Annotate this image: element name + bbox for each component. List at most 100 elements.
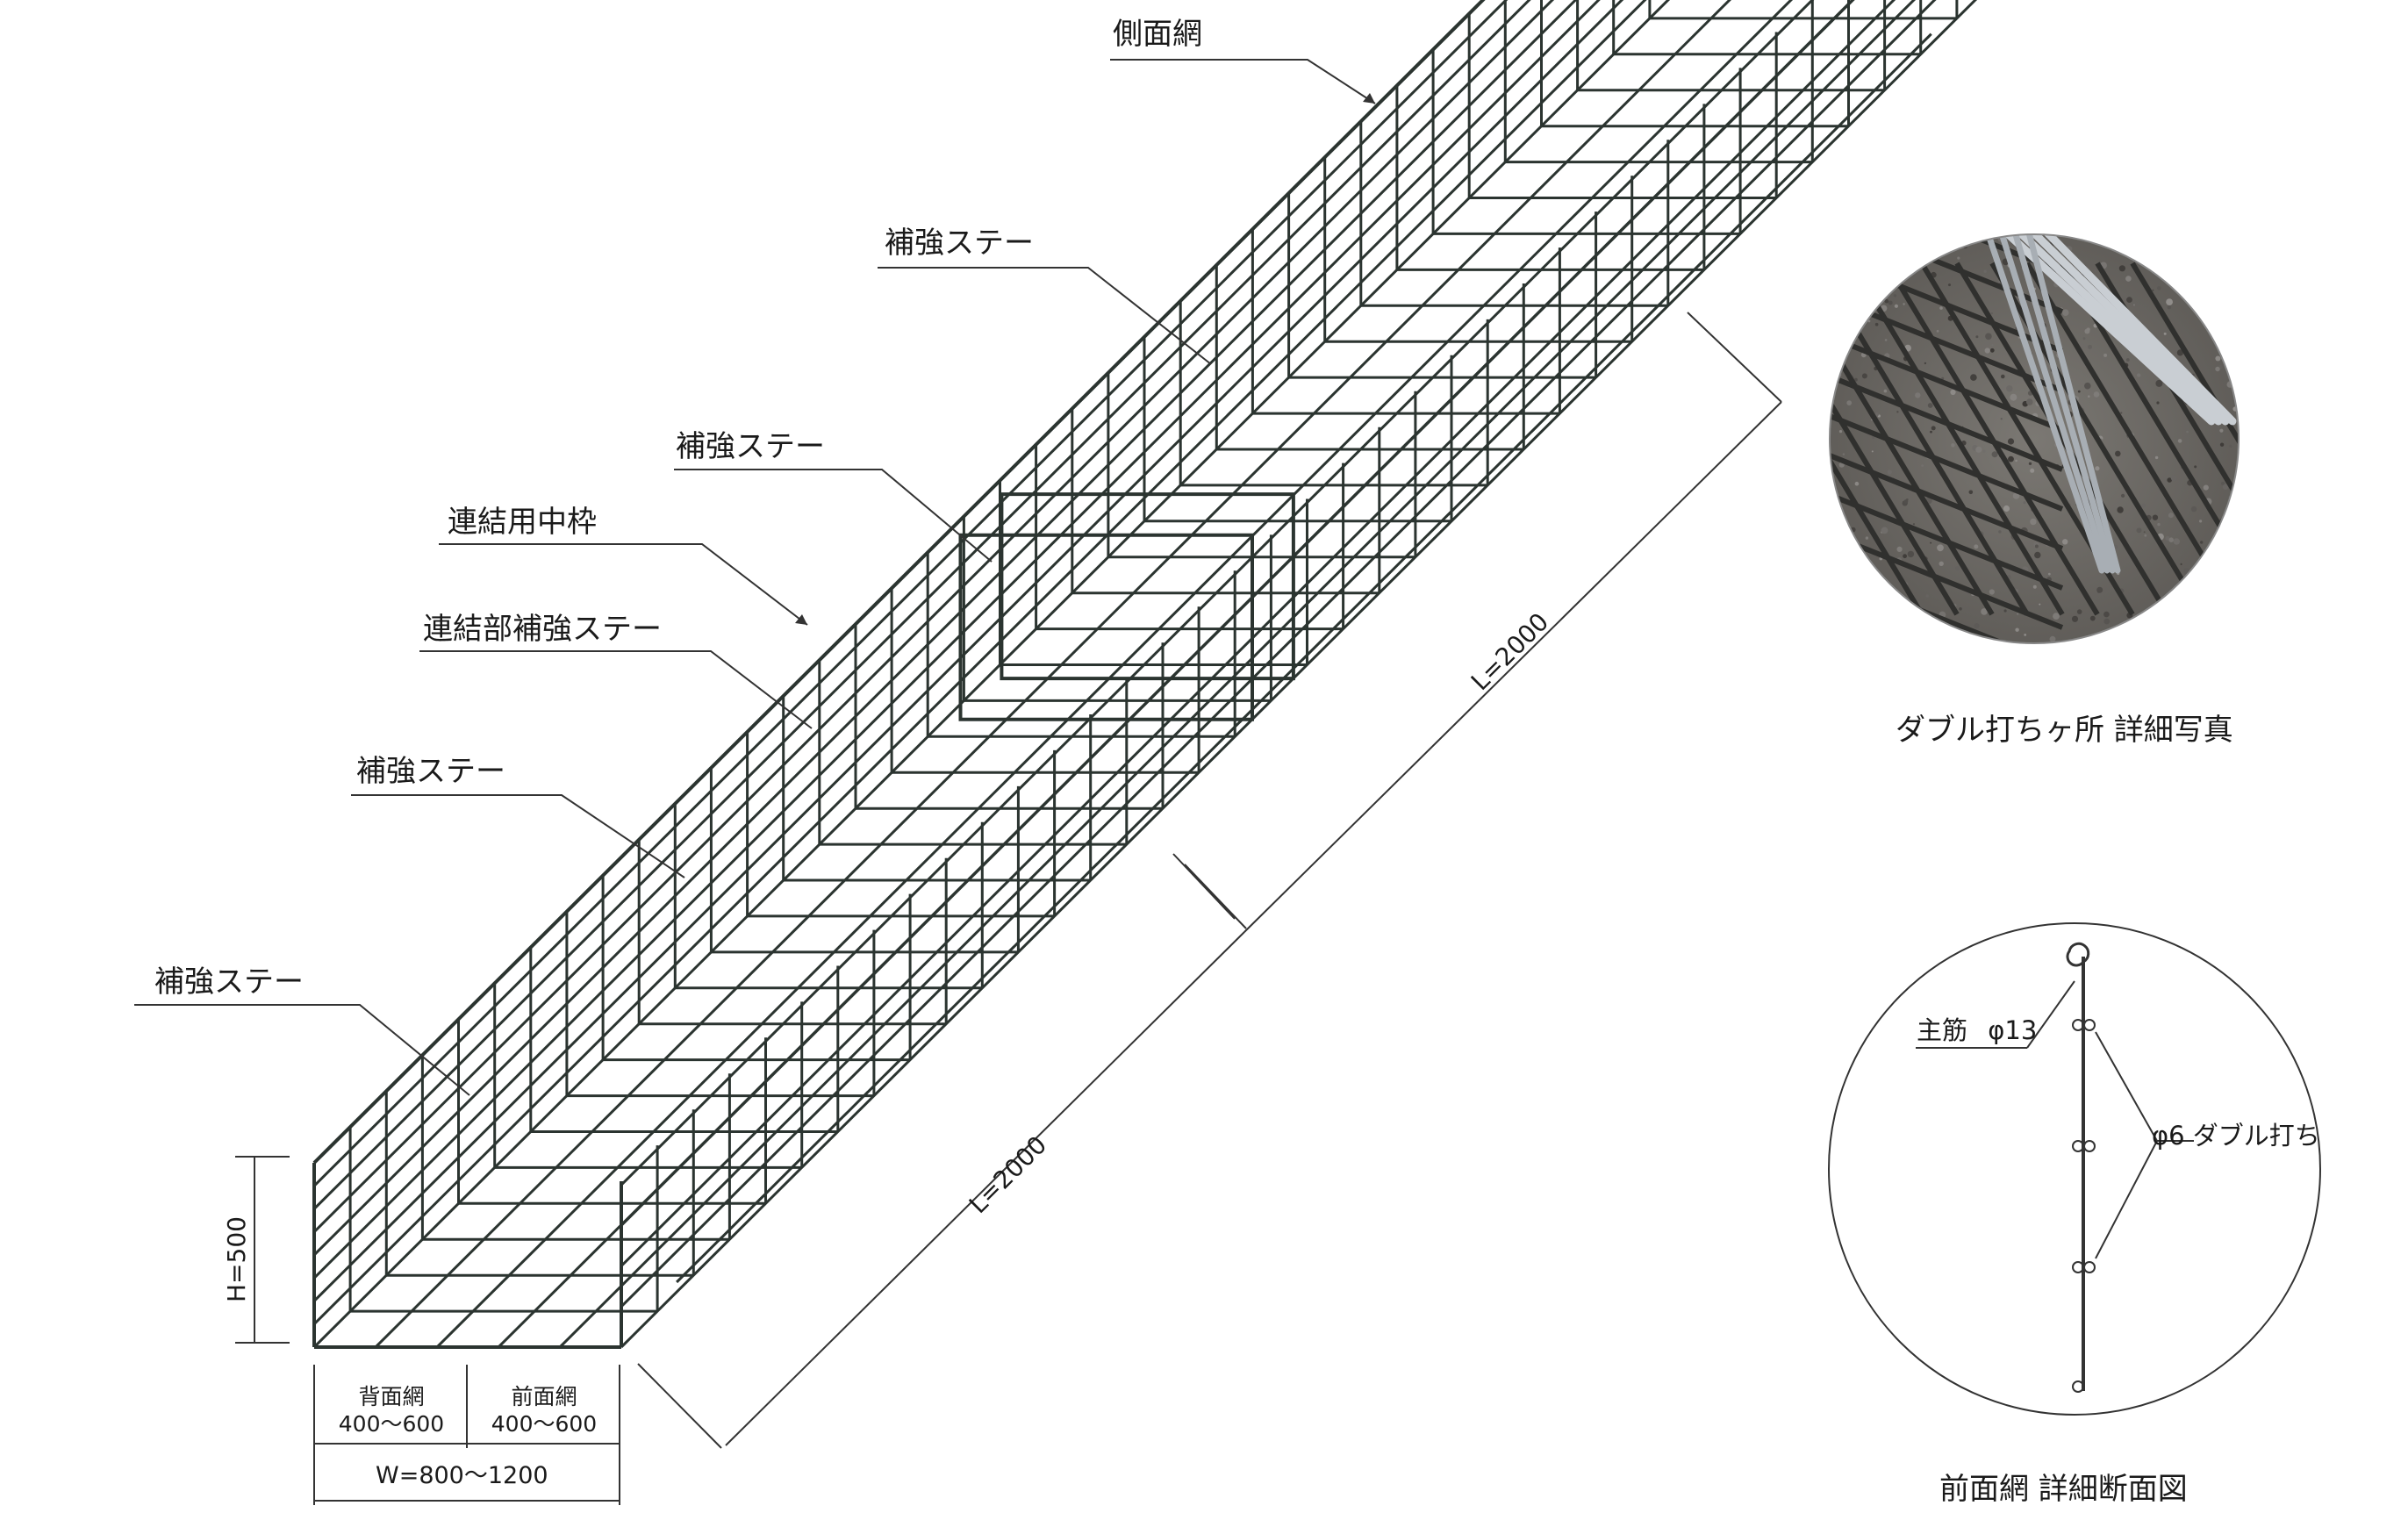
ground-speck (1867, 319, 1871, 323)
front-longitudinal-wire (620, 0, 1815, 1187)
ground-speck (2015, 459, 2017, 462)
ground-speck (1983, 269, 1987, 273)
mesh-wire (1830, 362, 2064, 472)
ground-speck (2229, 444, 2232, 448)
ground-speck (2103, 618, 2111, 625)
ground-speck (2121, 493, 2125, 498)
ground-speck (1991, 344, 1994, 347)
ground-speck (1896, 411, 1899, 413)
ground-speck (1893, 609, 1899, 616)
ground-speck (2088, 395, 2090, 398)
ground-speck (2200, 541, 2204, 544)
ground-speck (2156, 401, 2160, 405)
ground-speck (1939, 561, 1944, 566)
ground-speck (2083, 637, 2088, 642)
ground-speck (1955, 566, 1960, 571)
ground-speck (1957, 256, 1960, 260)
ground-speck (1830, 633, 1833, 636)
ground-speck (2168, 537, 2174, 542)
gabion-basket (312, 0, 1978, 1349)
ground-speck (2207, 253, 2211, 257)
ground-speck (2170, 475, 2177, 482)
ground-speck (2221, 481, 2225, 485)
front-mesh-range: 400〜600 (491, 1411, 598, 1438)
ground-speck (1930, 541, 1932, 544)
ground-speck (1903, 499, 1909, 504)
ground-speck (2024, 634, 2027, 636)
ground-speck (1866, 625, 1872, 631)
ground-speck (1927, 403, 1933, 408)
ground-speck (1833, 333, 1838, 337)
ground-speck (1831, 312, 1834, 315)
ground-speck (1904, 613, 1909, 619)
ground-speck (2096, 236, 2099, 240)
ground-speck (2154, 455, 2159, 460)
ground-speck (1854, 481, 1860, 486)
mesh-wire (1830, 480, 2064, 591)
reinforcing-stay-label-1: 補強ステー (885, 226, 1034, 261)
ground-speck (2062, 539, 2068, 545)
ground-speck (2167, 305, 2172, 310)
ground-speck (2168, 513, 2174, 519)
ground-speck (2186, 430, 2189, 434)
mesh-wire (1830, 441, 2064, 551)
ground-speck (1974, 623, 1980, 629)
ground-speck (2047, 572, 2051, 576)
ground-speck (2032, 584, 2037, 589)
bottom-longitudinal-wire (435, 0, 1794, 1349)
ground-speck (2152, 514, 2159, 520)
ground-speck (2175, 594, 2181, 601)
ground-speck (1883, 389, 1888, 393)
coil-joint (676, 32, 1932, 1284)
ground-speck (1909, 614, 1915, 620)
ground-speck (1939, 626, 1943, 629)
ground-speck (2094, 269, 2096, 273)
ground-speck (2167, 477, 2172, 483)
ground-speck (2116, 238, 2120, 242)
main-bar-text: 主筋 (1917, 1015, 1968, 1045)
ground-speck (2216, 234, 2220, 237)
ground-speck (1924, 619, 1931, 626)
ground-speck (2205, 257, 2212, 263)
ground-speck (1959, 607, 1962, 611)
mesh-wire (1830, 401, 2064, 512)
ground-speck (2194, 465, 2197, 469)
ground-speck (1915, 392, 1921, 398)
ground-speck (2191, 244, 2196, 249)
ground-speck (2082, 337, 2086, 341)
ground-speck (2223, 580, 2230, 587)
height-label: H=500 (222, 1216, 251, 1302)
ground-speck (1854, 255, 1860, 261)
bottom-longitudinal-wire (620, 0, 1978, 1349)
ground-speck (2188, 285, 2192, 289)
ground-speck (1836, 571, 1843, 577)
ground-speck (2088, 344, 2092, 349)
ground-speck (1856, 322, 1861, 327)
front-mesh-label: 前面網 (511, 1384, 577, 1409)
mesh-wire (1799, 88, 2062, 193)
ground-speck (2003, 609, 2007, 613)
ground-speck (2152, 242, 2155, 247)
ground-speck (2230, 498, 2236, 504)
ground-speck (2224, 297, 2227, 300)
ground-speck (2214, 596, 2221, 604)
ground-speck (1830, 361, 1832, 365)
ground-speck (1924, 362, 1927, 365)
ground-speck (2163, 601, 2168, 606)
ground-speck (2166, 298, 2174, 305)
ground-speck (1991, 451, 1998, 458)
steel-bar (2002, 234, 2223, 426)
ground-speck (2086, 327, 2090, 332)
ground-speck (2072, 522, 2075, 526)
ground-speck (2000, 418, 2003, 420)
ground-speck (1974, 544, 1979, 549)
ground-speck (2219, 274, 2227, 281)
ground-speck (1981, 608, 1988, 615)
ground-speck (1874, 412, 1879, 417)
ground-speck (1910, 262, 1916, 268)
ground-speck (2206, 584, 2211, 589)
ground-speck (2003, 505, 2010, 513)
front-longitudinal-wire (620, 0, 1937, 1308)
ground-speck (2100, 234, 2106, 239)
ground-speck (2077, 390, 2081, 393)
